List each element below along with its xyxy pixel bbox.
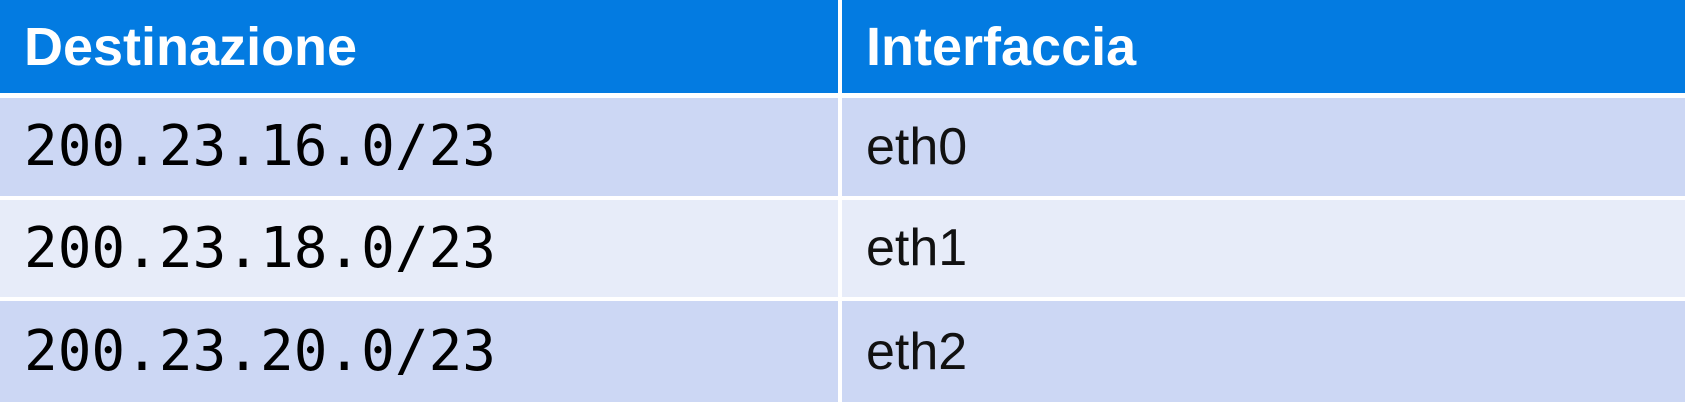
destination-cell: 200.23.18.0/23: [0, 199, 842, 302]
table-header: Destinazione Interfaccia: [0, 0, 1685, 98]
header-row: Destinazione Interfaccia: [0, 0, 1685, 98]
column-header-interface: Interfaccia: [842, 0, 1685, 98]
table-row: 200.23.20.0/23 eth2: [0, 301, 1685, 402]
column-header-destination: Destinazione: [0, 0, 842, 98]
destination-cell: 200.23.16.0/23: [0, 98, 842, 200]
table-body: 200.23.16.0/23 eth0 200.23.18.0/23 eth1 …: [0, 98, 1685, 402]
table-row: 200.23.18.0/23 eth1: [0, 199, 1685, 302]
interface-cell: eth0: [842, 98, 1685, 200]
interface-cell: eth2: [842, 301, 1685, 402]
destination-cell: 200.23.20.0/23: [0, 301, 842, 402]
table-row: 200.23.16.0/23 eth0: [0, 98, 1685, 200]
interface-cell: eth1: [842, 199, 1685, 302]
